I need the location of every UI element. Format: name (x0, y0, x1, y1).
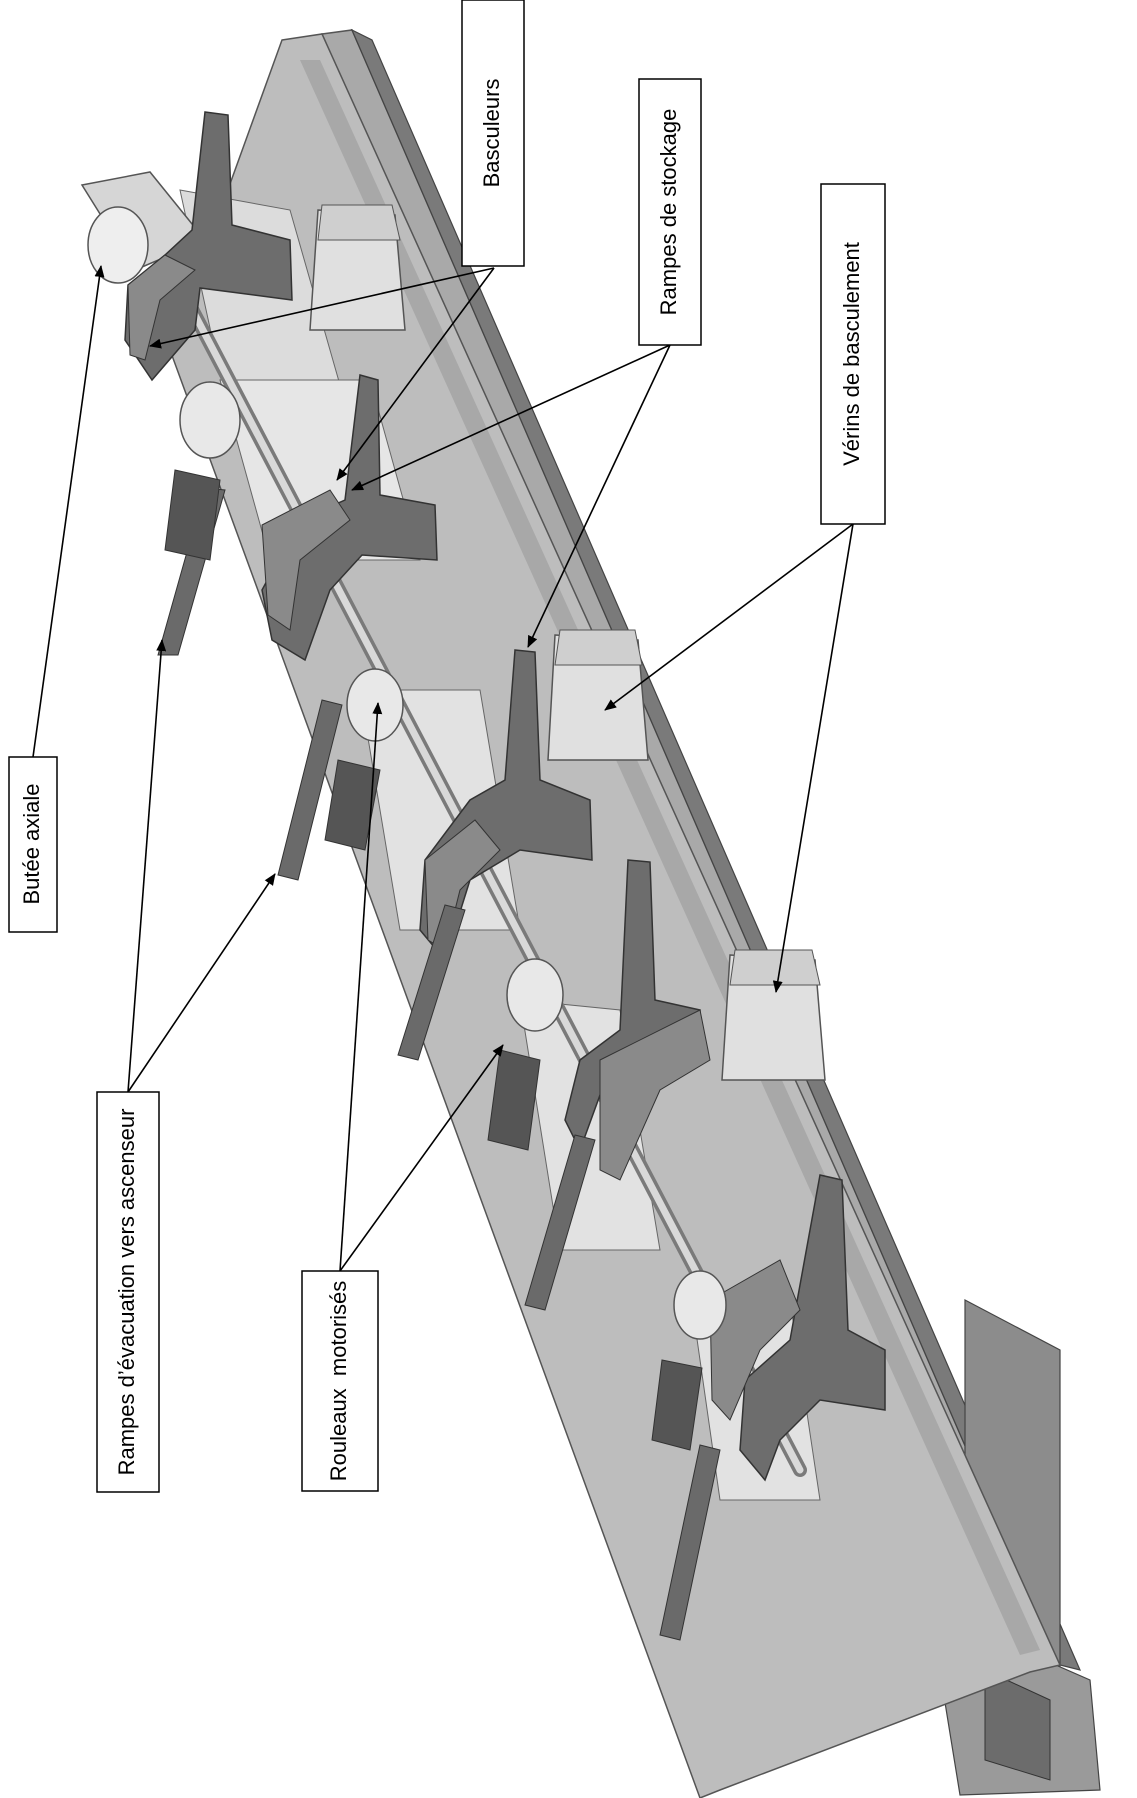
leader-basculeurs-2 (336, 267, 495, 481)
label-butee: Butée axiale (8, 756, 58, 933)
leader-verins-1 (604, 523, 854, 711)
leader-evacuation-2 (127, 873, 276, 1093)
leader-basculeurs-1 (149, 267, 495, 349)
evacuation-ramps (157, 487, 721, 1641)
label-rampes-stockage-text: Rampes de stockage (656, 109, 681, 316)
leader-verins-2 (772, 523, 854, 993)
label-rouleaux-text: Rouleaux motorisés (326, 1281, 351, 1482)
label-rouleaux: Rouleaux motorisés (301, 1270, 379, 1492)
leader-stockage-1 (351, 344, 671, 491)
leader-stockage-2 (527, 344, 671, 648)
label-rampes-evacuation: Rampes d’évacuation vers ascenseur (96, 1091, 160, 1493)
machine-illustration (80, 28, 1101, 1798)
label-verins: Vérins de basculement (820, 183, 886, 525)
label-basculeurs-text: Basculeurs (479, 79, 504, 188)
label-rampes-evacuation-text: Rampes d’évacuation vers ascenseur (114, 1109, 139, 1476)
leader-rouleaux-1 (339, 702, 383, 1272)
tilting-cylinders (309, 204, 826, 1081)
label-butee-text: Butée axiale (19, 783, 44, 904)
leader-evacuation-1 (127, 639, 167, 1093)
leader-butee (32, 265, 105, 758)
label-rampes-stockage: Rampes de stockage (638, 78, 702, 346)
label-verins-text: Vérins de basculement (839, 242, 864, 466)
label-basculeurs: Basculeurs (461, 0, 525, 267)
leader-rouleaux-2 (339, 1044, 504, 1272)
leader-lines (32, 265, 854, 1272)
